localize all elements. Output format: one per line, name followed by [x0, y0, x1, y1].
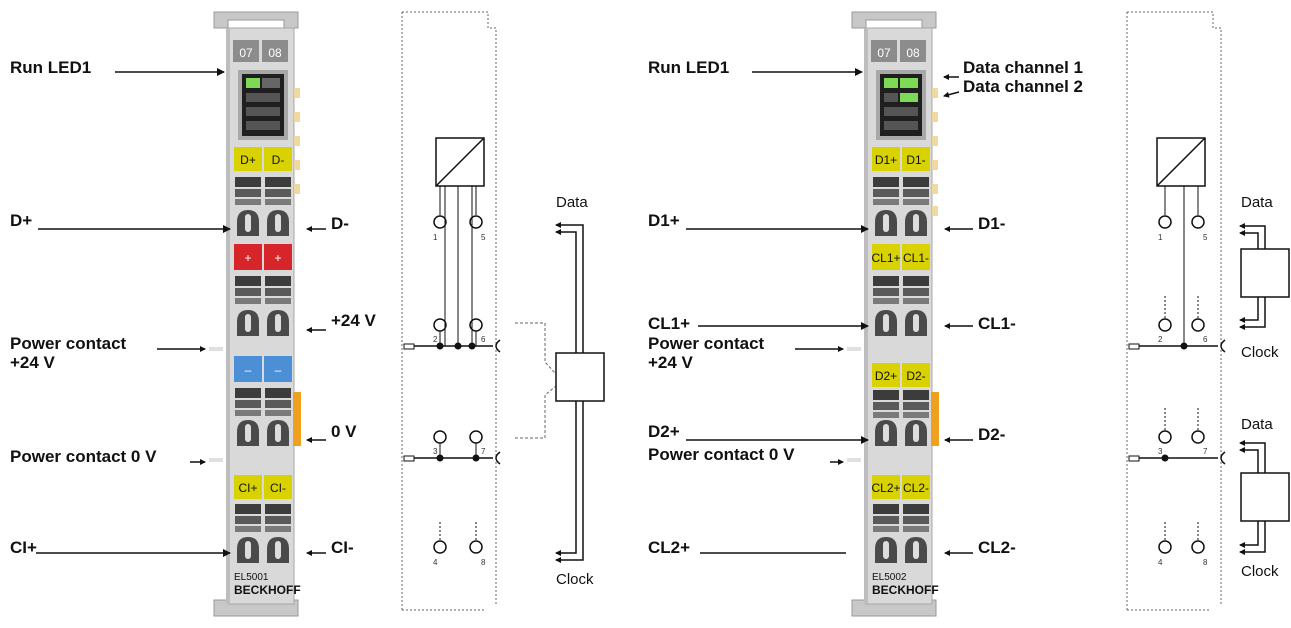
left-tab-07: 07: [239, 46, 253, 60]
tag-cl2-plus: CL2+: [871, 481, 900, 495]
left-brand: BECKHOFF: [234, 583, 301, 597]
label-cl1-plus: CL1+: [648, 314, 690, 333]
label-d1-plus: D1+: [648, 211, 680, 230]
right-term-1: 1: [1158, 233, 1163, 242]
left-data-label: Data: [556, 194, 588, 211]
right-term-7: 7: [1203, 447, 1208, 456]
tag-cl2-minus: CL2-: [903, 481, 929, 495]
label-data-channel-2: Data channel 2: [963, 77, 1083, 96]
left-schematic: [401, 11, 605, 611]
left-term-4: 4: [433, 558, 438, 567]
label-power-0v: Power contact 0 V: [10, 447, 157, 466]
label-zero-v-right: 0 V: [331, 422, 357, 441]
tag-blue-minus-2: –: [275, 363, 282, 377]
label-power-plus24-l1: Power contact: [10, 334, 127, 353]
right-term-3: 3: [1158, 447, 1163, 456]
tag-cl-plus: CI+: [238, 481, 257, 495]
tag-blue-minus-1: –: [245, 363, 252, 377]
left-schematic-text: Data Clock 1 5 2 6 3 7 4 8: [433, 194, 594, 588]
right-brand: BECKHOFF: [872, 583, 939, 597]
tag-d-plus: D+: [240, 153, 256, 167]
label-cl-minus: CI-: [331, 538, 354, 557]
right-model: EL5002: [872, 572, 907, 583]
tag-cl1-plus: CL1+: [871, 251, 900, 265]
left-term-6: 6: [481, 335, 486, 344]
tag-d-minus: D-: [272, 153, 285, 167]
tag-red-plus-2: +: [274, 251, 281, 265]
left-term-7: 7: [481, 447, 486, 456]
right-term-2: 2: [1158, 335, 1163, 344]
label-power-plus24-l1-right: Power contact: [648, 334, 765, 353]
tag-cl-minus: CI-: [270, 481, 286, 495]
tag-d1-plus: D1+: [875, 153, 897, 167]
tag-red-plus-1: +: [244, 251, 251, 265]
label-plus24-right: +24 V: [331, 311, 377, 330]
left-term-3: 3: [433, 447, 438, 456]
right-schematic-text: Data Clock Data Clock 1 5 2 6 3 7 4 8: [1158, 194, 1279, 580]
label-d1-minus: D1-: [978, 214, 1005, 233]
left-tab-08: 08: [268, 46, 282, 60]
terminal-el5001: 07 08 D+ D- + + – – CI+ CI-: [209, 11, 301, 617]
right-data-label-2: Data: [1241, 416, 1273, 433]
label-cl-plus: CI+: [10, 538, 37, 557]
right-tab-07: 07: [877, 46, 891, 60]
right-data-label-1: Data: [1241, 194, 1273, 211]
right-schematic: [1126, 11, 1290, 611]
run-led-1-right: [884, 78, 898, 88]
run-led-1: [246, 78, 260, 88]
right-labels: Run LED1 Data channel 1 Data channel 2 D…: [648, 58, 1083, 557]
label-d-minus: D-: [331, 214, 349, 233]
label-data-channel-1: Data channel 1: [963, 58, 1083, 77]
right-term-4: 4: [1158, 558, 1163, 567]
label-cl2-minus: CL2-: [978, 538, 1016, 557]
label-cl2-plus: CL2+: [648, 538, 690, 557]
label-cl1-minus: CL1-: [978, 314, 1016, 333]
right-term-8: 8: [1203, 558, 1208, 567]
data-channel-2-led: [900, 93, 918, 102]
label-d2-minus: D2-: [978, 425, 1005, 444]
label-d-plus: D+: [10, 211, 32, 230]
right-tab-08: 08: [906, 46, 920, 60]
tag-d2-plus: D2+: [875, 369, 897, 383]
tag-d1-minus: D1-: [906, 153, 925, 167]
left-labels: Run LED1 D+ D- +24 V Power contact +24 V…: [10, 58, 377, 557]
label-d2-plus: D2+: [648, 422, 680, 441]
left-term-5: 5: [481, 233, 486, 242]
left-term-8: 8: [481, 558, 486, 567]
tag-cl1-minus: CL1-: [903, 251, 929, 265]
left-model: EL5001: [234, 572, 269, 583]
left-term-2: 2: [433, 335, 438, 344]
left-clock-label: Clock: [556, 571, 594, 588]
terminal-el5002: 07 08 D1+ D1- CL1+ CL1- D2+ D2- C: [847, 11, 939, 617]
tag-d2-minus: D2-: [906, 369, 925, 383]
right-term-5: 5: [1203, 233, 1208, 242]
label-power-plus24-l2-right: +24 V: [648, 353, 694, 372]
label-power-0v-right: Power contact 0 V: [648, 445, 795, 464]
left-term-1: 1: [433, 233, 438, 242]
data-channel-1-led: [900, 78, 918, 88]
label-run-led-right: Run LED1: [648, 58, 729, 77]
right-clock-label-2: Clock: [1241, 563, 1279, 580]
right-clock-label-1: Clock: [1241, 344, 1279, 361]
label-power-plus24-l2: +24 V: [10, 353, 56, 372]
label-run-led-left: Run LED1: [10, 58, 91, 77]
right-term-6: 6: [1203, 335, 1208, 344]
